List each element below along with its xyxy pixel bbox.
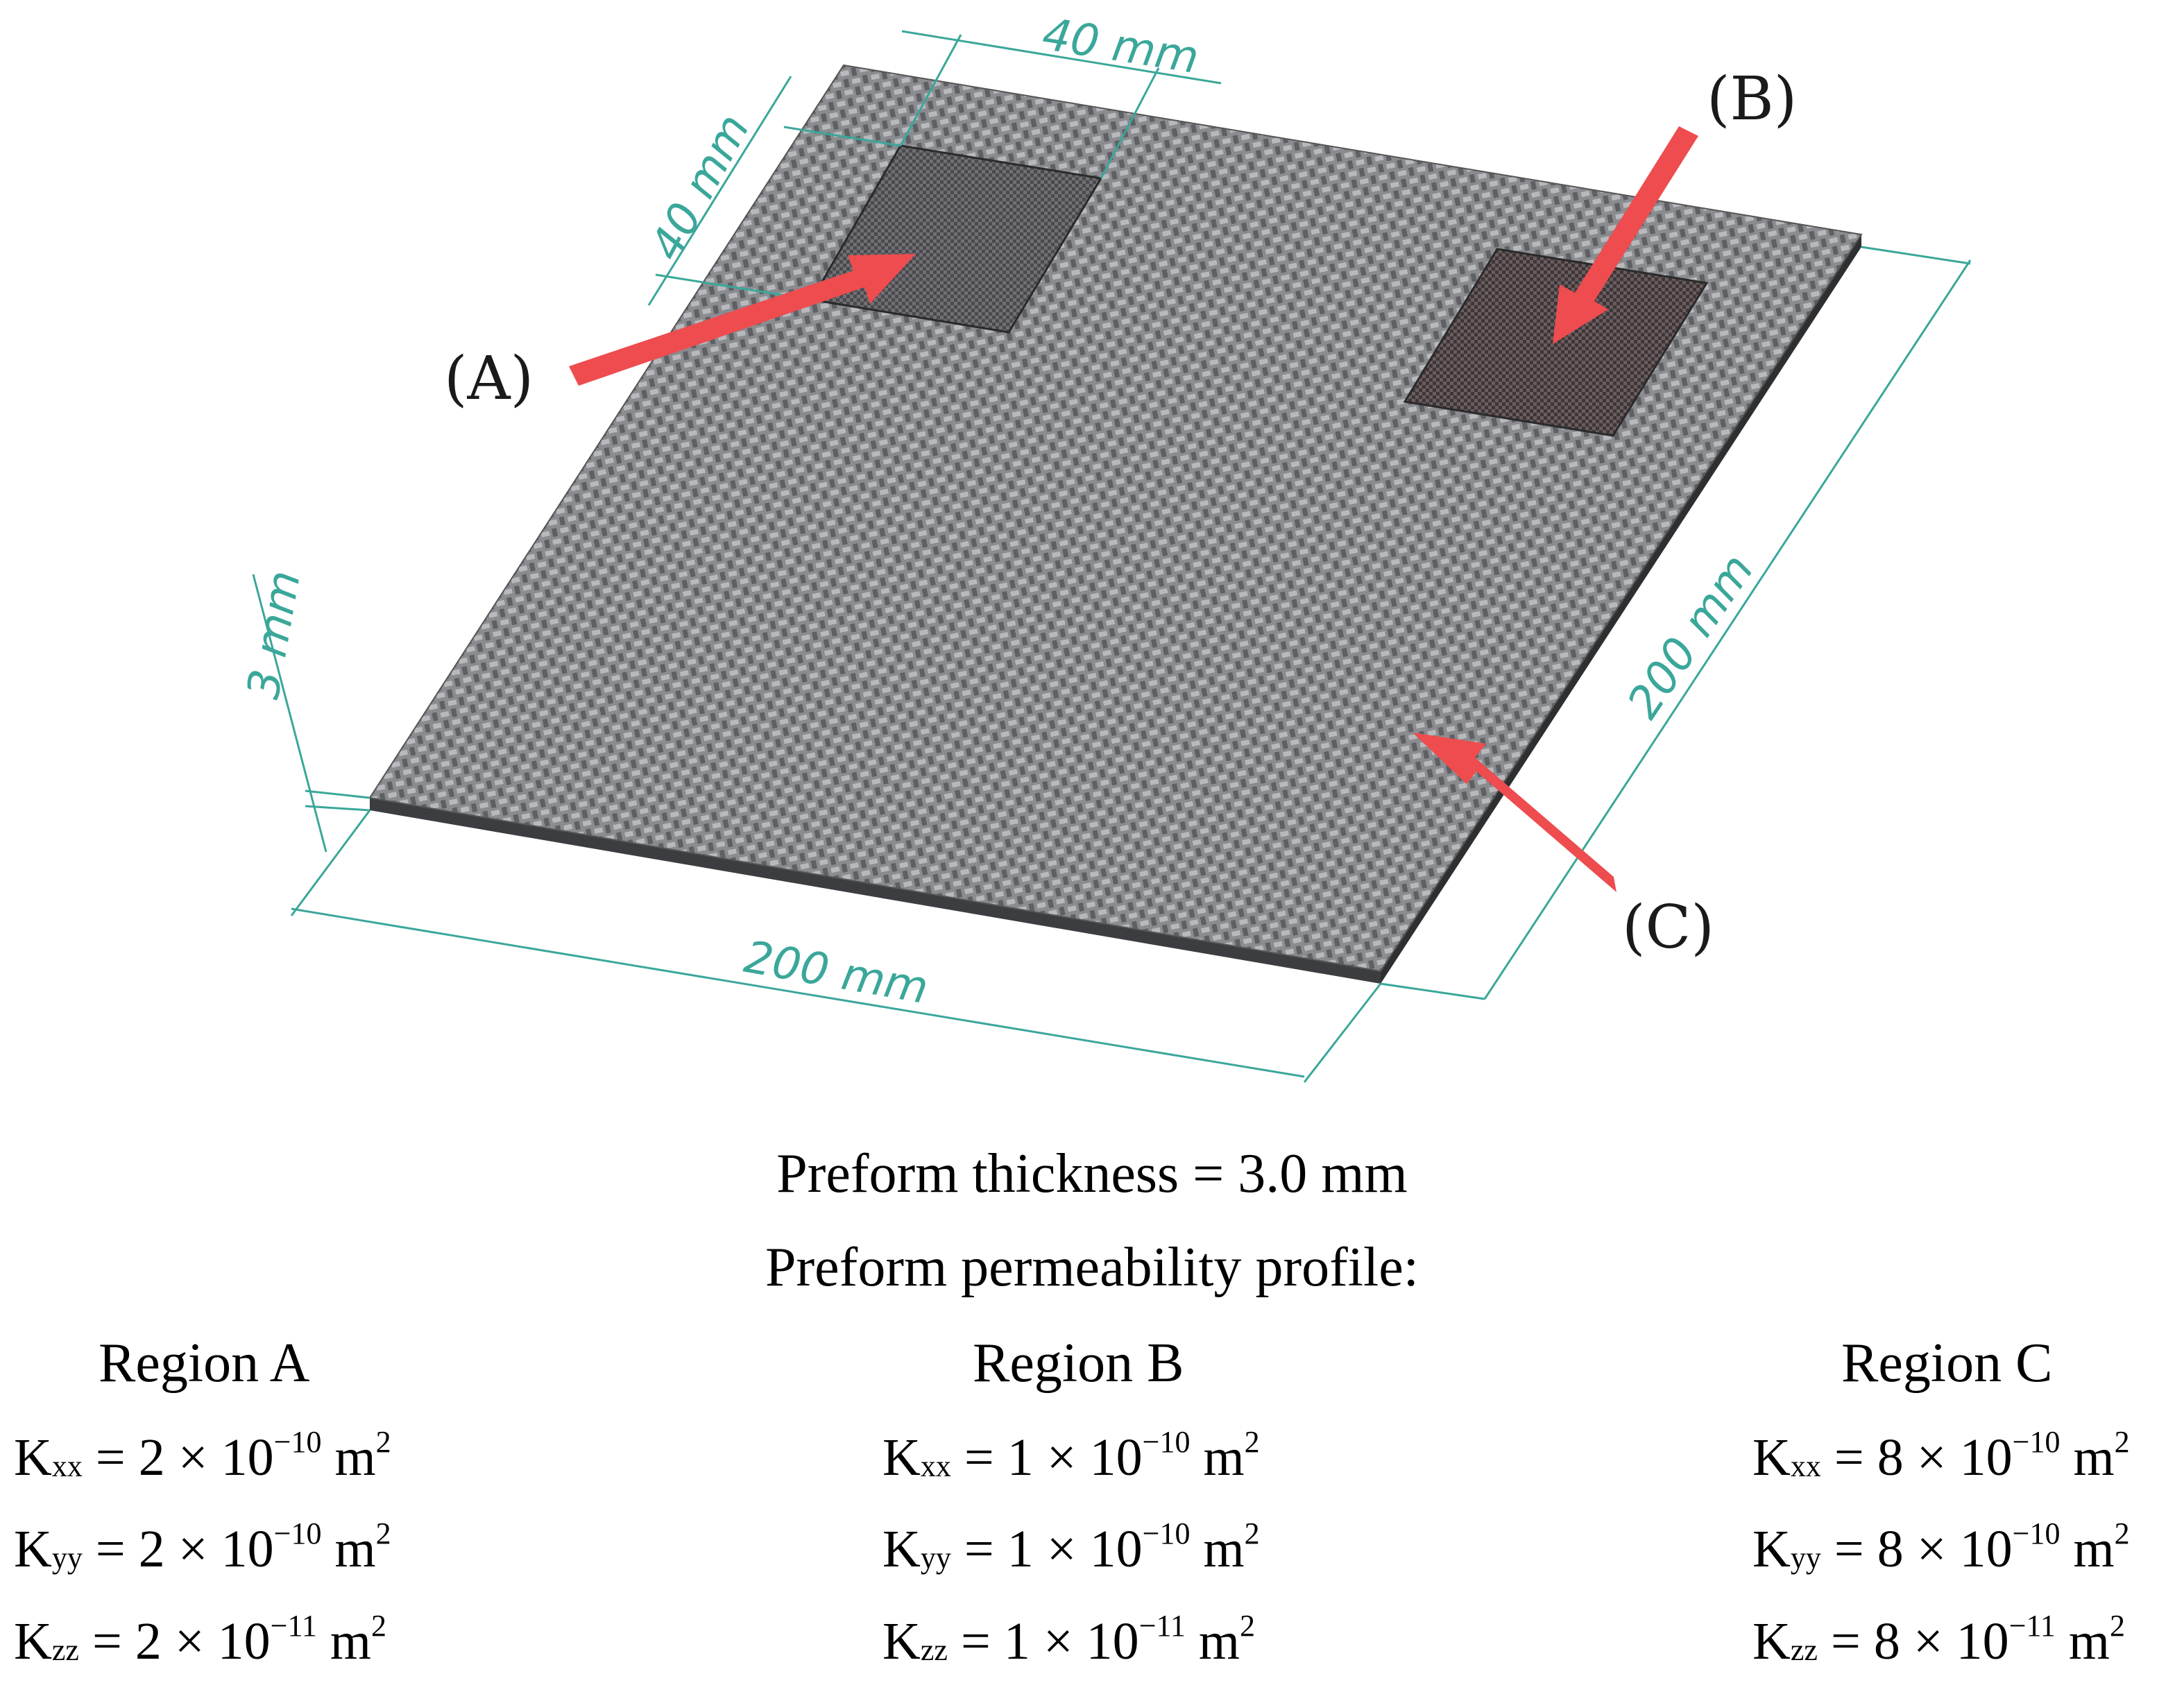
region-a-kxx: Kxx = 2 × 10−10 m2 xyxy=(14,1425,391,1487)
callout-label-b: (B) xyxy=(1707,65,1797,134)
region-b-kyy: Kyy = 1 × 10−10 m2 xyxy=(882,1516,1260,1578)
callout-arrow-b xyxy=(1553,126,1698,344)
region-b-kzz: Kzz = 1 × 10−11 m2 xyxy=(882,1609,1255,1670)
callout-label-a: (A) xyxy=(444,344,534,413)
region-c-kxx: Kxx = 8 × 10−10 m2 xyxy=(1752,1425,2130,1487)
permeability-profile-heading: Preform permeability profile: xyxy=(765,1237,1419,1298)
region-b-kxx: Kxx = 1 × 10−10 m2 xyxy=(882,1425,1260,1487)
region-c-kzz: Kzz = 8 × 10−11 m2 xyxy=(1752,1609,2125,1670)
dim-label-square-width: 40 mm xyxy=(1039,9,1202,85)
dim-label-length: 200 mm xyxy=(740,932,932,1014)
region-a-kyy: Kyy = 2 × 10−10 m2 xyxy=(14,1516,391,1578)
region-b-title: Region B xyxy=(973,1333,1184,1394)
dimension-lines xyxy=(252,30,1972,1083)
callout-arrows xyxy=(569,126,1698,892)
region-b-patch xyxy=(1403,248,1709,437)
region-c-title: Region C xyxy=(1841,1333,2053,1394)
callout-arrow-a xyxy=(569,254,916,386)
preform-diagram: 40 mm 40 mm 3 mm 200 mm 200 mm (A) (B) (… xyxy=(238,9,1972,1083)
region-c-kyy: Kyy = 8 × 10−10 m2 xyxy=(1752,1516,2130,1578)
region-a-kzz: Kzz = 2 × 10−11 m2 xyxy=(14,1609,386,1670)
callout-label-c: (C) xyxy=(1622,893,1714,962)
plate-front-edge xyxy=(370,798,1381,984)
callout-arrow-c xyxy=(1413,733,1616,892)
plate-right-edge xyxy=(1381,234,1861,984)
region-a-title: Region A xyxy=(99,1333,310,1394)
thickness-caption: Preform thickness = 3.0 mm xyxy=(776,1143,1408,1204)
dim-label-thickness: 3 mm xyxy=(238,567,311,703)
